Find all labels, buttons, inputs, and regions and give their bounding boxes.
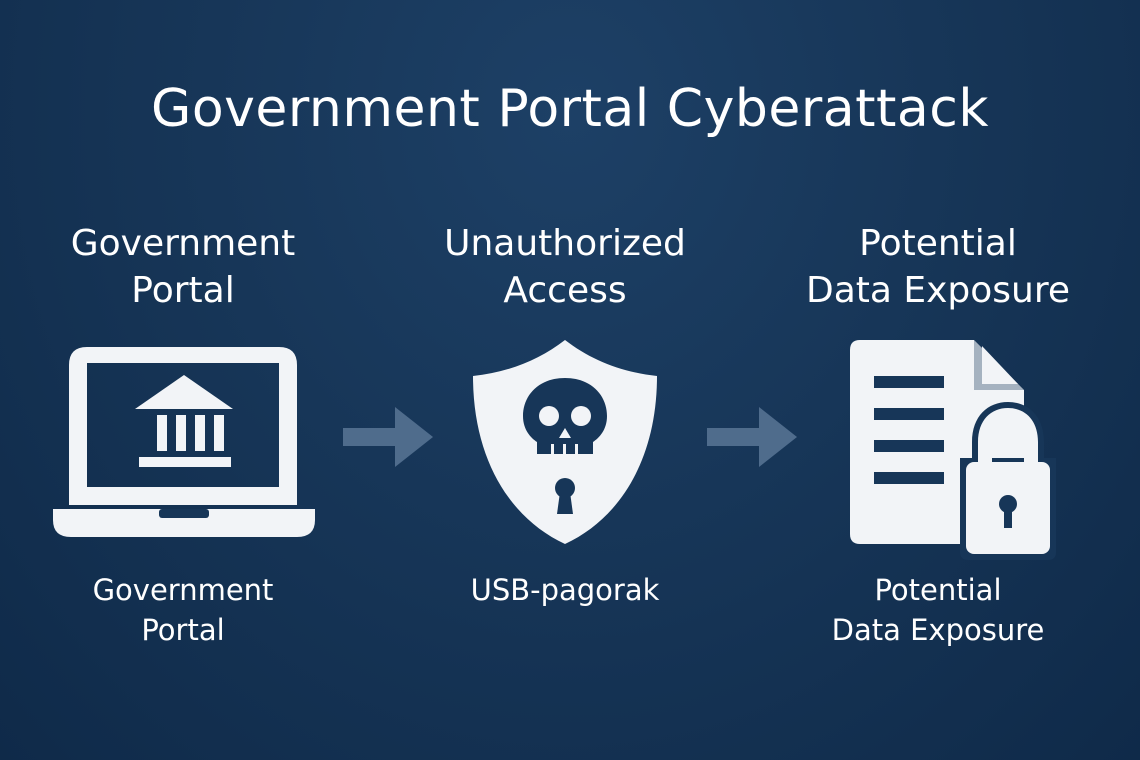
step-heading-line: Data Exposure — [805, 270, 1071, 311]
step-heading: Potential Data Exposure — [768, 220, 1108, 314]
step-heading-line: Portal — [131, 270, 235, 311]
step-government-portal: Government Portal Government Portal — [13, 0, 353, 760]
step-heading-line: Unauthorized — [444, 223, 686, 264]
step-heading: Unauthorized Access — [395, 220, 735, 314]
laptop-government-building-icon — [53, 347, 315, 537]
step-caption: USB-pagorak — [395, 570, 735, 610]
step-caption-line: Government — [92, 573, 274, 607]
shield-skull-keyhole-icon — [473, 340, 657, 544]
step-caption-line: Potential — [874, 573, 1002, 607]
step-potential-data-exposure: Potential Data Exposure Potential Data E… — [768, 0, 1108, 760]
document-padlock-icon — [850, 340, 1056, 560]
step-caption-line: Data Exposure — [831, 613, 1045, 647]
diagram-title: Government Portal Cyberattack — [151, 79, 989, 139]
step-caption-line: Portal — [141, 613, 225, 647]
step-caption-line: USB-pagorak — [470, 573, 660, 607]
step-heading: Government Portal — [13, 220, 353, 314]
step-heading-line: Potential — [859, 223, 1017, 264]
step-heading-line: Government — [70, 223, 296, 264]
step-caption: Government Portal — [13, 570, 353, 650]
step-caption: Potential Data Exposure — [768, 570, 1108, 650]
arrow-right-icon — [707, 407, 797, 467]
arrow-right-icon — [343, 407, 433, 467]
step-heading-line: Access — [503, 270, 627, 311]
step-unauthorized-access: Unauthorized Access USB-pagorak — [395, 0, 735, 760]
